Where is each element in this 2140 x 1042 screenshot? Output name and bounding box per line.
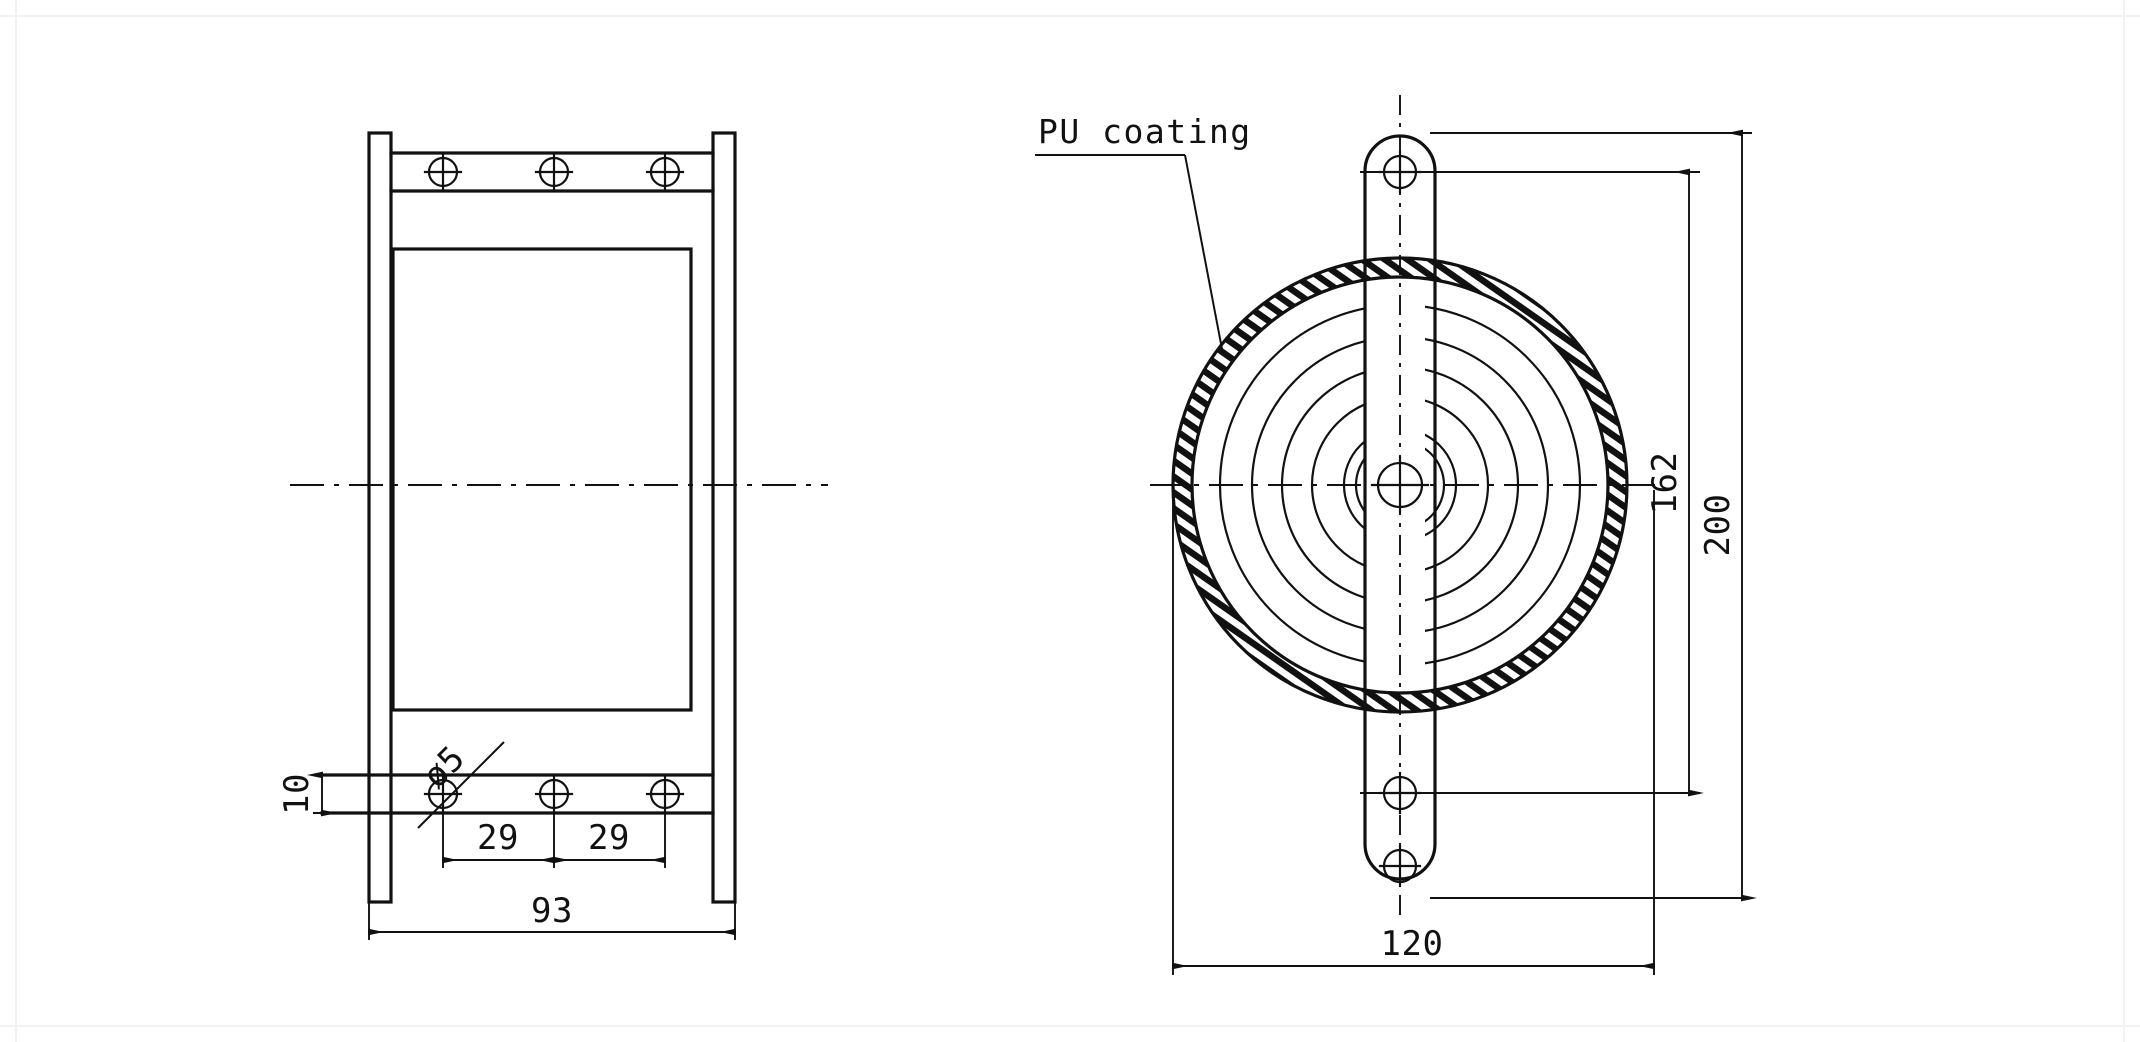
side-view-top-hole-2 xyxy=(534,152,574,192)
dimension-29-left-text: 29 xyxy=(477,818,519,858)
side-view-bottom-flange xyxy=(320,773,715,815)
dimension-hole-diameter-text: ø5 xyxy=(415,738,473,796)
dimension-29-left: 29 xyxy=(442,794,555,868)
dimension-162-text: 162 xyxy=(1645,452,1685,515)
dimension-120: 120 xyxy=(1172,490,1655,975)
bracket-hole-bottom xyxy=(1378,844,1422,888)
dimension-120-text: 120 xyxy=(1381,924,1444,964)
side-view-top-hole-1 xyxy=(423,152,463,192)
wheel-axle-hole xyxy=(1370,455,1430,515)
dimension-200-text: 200 xyxy=(1698,494,1738,557)
note-pu-coating-text: PU coating xyxy=(1038,112,1252,151)
mounting-bracket-plate xyxy=(1363,134,1437,881)
dimension-162: 162 xyxy=(1360,168,1704,797)
side-view-left-rail xyxy=(367,131,393,904)
front-view: PU coating 162 200 xyxy=(1035,95,1757,975)
dimension-200: 200 xyxy=(1430,129,1757,902)
side-view-inner-panel xyxy=(391,247,693,712)
side-view-top-flange xyxy=(389,151,715,193)
dimension-93: 93 xyxy=(368,891,736,940)
dimension-93-text: 93 xyxy=(531,891,573,931)
note-pu-coating: PU coating xyxy=(1035,112,1252,350)
dimension-10: 10 xyxy=(277,771,337,817)
side-view: ø5 10 29 29 xyxy=(277,131,828,940)
dimension-10-text: 10 xyxy=(277,773,317,815)
side-view-right-rail xyxy=(711,131,737,904)
side-view-top-hole-3 xyxy=(645,152,685,192)
dimension-29-right: 29 xyxy=(553,794,666,868)
dimension-29-right-text: 29 xyxy=(588,818,630,858)
